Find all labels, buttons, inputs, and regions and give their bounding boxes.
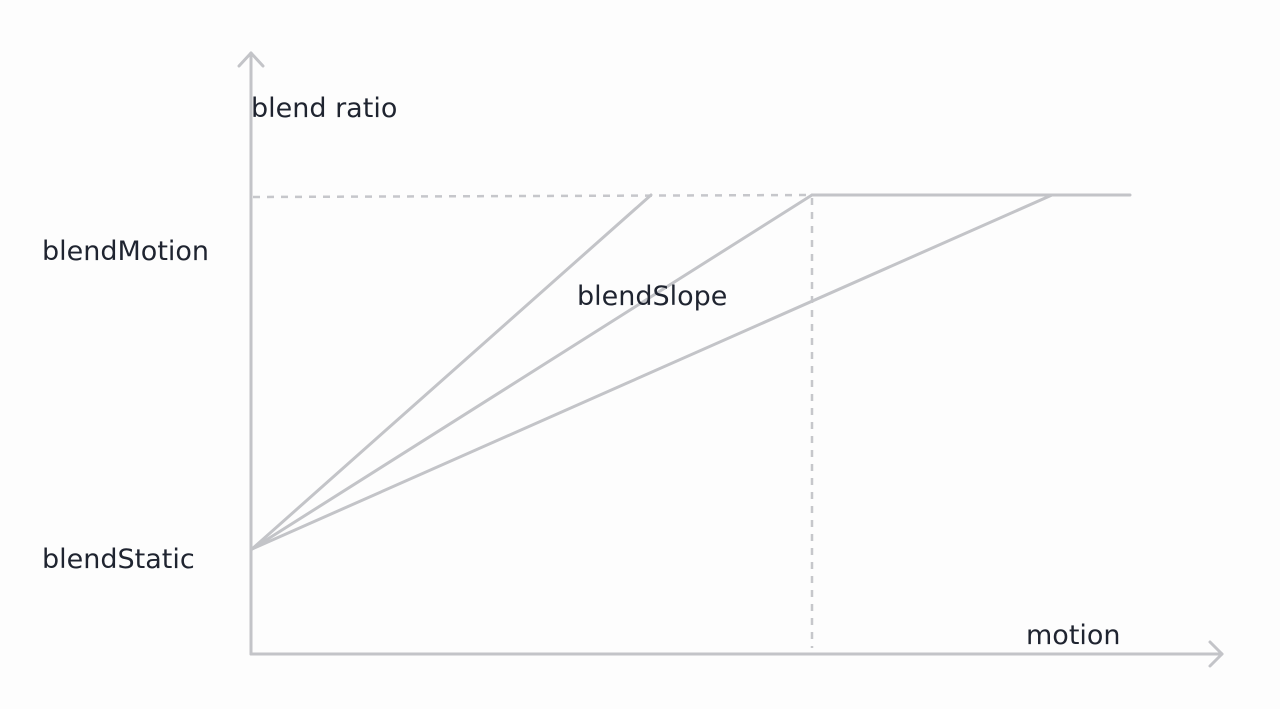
steep-slope-line bbox=[250, 193, 653, 551]
blend-slope-label: blendSlope bbox=[577, 281, 727, 312]
shallow-slope-line bbox=[250, 193, 1054, 551]
blend-static-label: blendStatic bbox=[42, 544, 195, 575]
x-axis-label: motion bbox=[1026, 620, 1121, 651]
blend-motion-label: blendMotion bbox=[42, 236, 209, 267]
y-axis-arrow-icon bbox=[237, 51, 265, 68]
x-axis-arrow-icon bbox=[1208, 640, 1224, 668]
blend-motion-guide-line bbox=[252, 193, 813, 199]
medium-slope-line bbox=[250, 193, 814, 551]
y-axis-label: blend ratio bbox=[251, 93, 397, 124]
